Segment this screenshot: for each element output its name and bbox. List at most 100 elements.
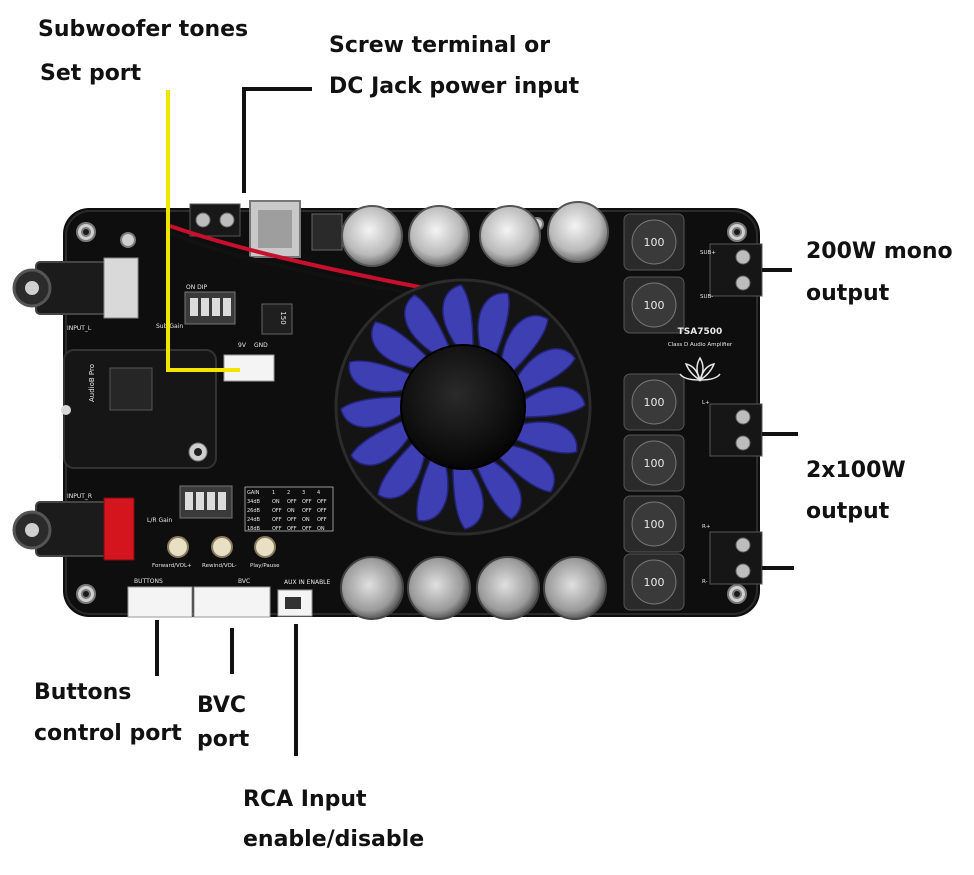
gain-table-cell: 18dB	[247, 526, 261, 532]
silk-aux-enable: AUX IN ENABLE	[284, 579, 331, 586]
gain-table-cell: OFF	[272, 508, 282, 514]
inductor-marking: 100	[644, 396, 665, 409]
fan-blade	[513, 421, 578, 454]
subwoofer-label-line1: Subwoofer tones	[38, 17, 249, 42]
silk-play: Play/Pause	[250, 563, 280, 569]
silk-gnd: GND	[254, 342, 268, 349]
push-buttons	[167, 536, 276, 558]
bvc-label-line1: BVC	[197, 693, 247, 718]
gain-table-cell: OFF	[317, 517, 327, 523]
fan-blade	[497, 444, 555, 493]
jst-buttons-port	[127, 586, 193, 618]
power-pointer-horizontal	[242, 87, 312, 91]
silk-bvc: BVC	[238, 578, 250, 585]
cooling-fan	[334, 278, 592, 536]
fan-blade	[522, 386, 586, 418]
silk-l-plus: L+	[702, 400, 710, 406]
silk-on-dip: ON DIP	[186, 284, 208, 291]
silk-sub-minus: SUB-	[700, 294, 713, 300]
fan-blade	[475, 459, 522, 520]
gain-table-cell: 26dB	[247, 508, 261, 514]
gain-table-header: 4	[317, 490, 320, 496]
fan-blade	[404, 294, 451, 355]
model-subtitle: Class D Audio Amplifier	[668, 342, 733, 348]
fan-blade	[515, 348, 576, 395]
silk-buttons: BUTTONS	[134, 578, 163, 585]
rca-label-line2: enable/disable	[243, 827, 425, 852]
gain-table-header: 2	[287, 490, 290, 496]
gain-table-cell: ON	[317, 526, 325, 532]
stereo-left-pointer	[762, 432, 798, 436]
capacitors-bottom	[340, 556, 607, 620]
subwoofer-pointer-vertical	[166, 90, 170, 372]
silk-r-plus: R+	[702, 524, 711, 530]
inductor: 100	[623, 434, 685, 492]
fan-blade	[348, 360, 413, 393]
bvc-pointer	[230, 628, 234, 674]
buttons-pointer	[155, 620, 159, 676]
gain-table-cell: OFF	[272, 526, 282, 532]
silk-input-r: INPUT_R	[67, 493, 92, 500]
inductor: 100	[623, 495, 685, 553]
dip-switch-sub	[184, 291, 236, 325]
fan-blade	[442, 284, 474, 348]
fan-blade	[340, 396, 404, 428]
buttons-label-line2: control port	[34, 721, 182, 746]
inductor-marking: 100	[644, 457, 665, 470]
gain-table-cell: ON	[302, 517, 310, 523]
gain-table-cell: OFF	[302, 526, 312, 532]
silk-sub-plus: SUB+	[700, 250, 716, 256]
silk-input-l: INPUT_L	[67, 325, 92, 332]
inductor-marking: 100	[644, 299, 665, 312]
gain-table-header: 1	[272, 490, 275, 496]
bvc-label-line2: port	[197, 727, 250, 752]
rca-jack-right	[12, 497, 135, 561]
stereo-label-line1: 2x100W	[806, 458, 906, 483]
mono-label-line2: output	[806, 281, 890, 306]
capacitors-top	[341, 201, 609, 267]
output-terminal-left	[709, 403, 763, 457]
output-terminal-right	[709, 531, 763, 585]
fan-blade	[477, 292, 510, 357]
subwoofer-label-line2: Set port	[40, 61, 142, 86]
fan-blade	[371, 321, 429, 370]
silk-forward: Forward/VOL+	[152, 563, 192, 569]
power-pointer-vertical	[242, 87, 246, 193]
buttons-label-line1: Buttons	[34, 680, 132, 705]
output-terminal-mono	[709, 243, 763, 297]
silk-lr-gain: L/R Gain	[147, 517, 172, 524]
gain-table-cell: OFF	[287, 517, 297, 523]
gain-table-cell: ON	[287, 508, 295, 514]
gain-table-cell: OFF	[317, 508, 327, 514]
lotus-logo	[679, 356, 721, 382]
gain-table-cell: OFF	[302, 499, 312, 505]
inductor: 100	[623, 373, 685, 431]
gain-table-cell: OFF	[272, 517, 282, 523]
model-label: TSA7500	[678, 327, 723, 337]
inductor-marking: 100	[644, 518, 665, 531]
inductor-marking: 100	[644, 576, 665, 589]
power-label-line2: DC Jack power input	[329, 74, 580, 99]
bluetooth-module	[61, 349, 217, 469]
dip-switch-lr	[179, 485, 233, 519]
stereo-right-pointer	[762, 566, 794, 570]
gain-table-cell: OFF	[287, 499, 297, 505]
mono-label-line1: 200W mono	[806, 239, 953, 264]
silkscreen-text: TSA7500 Class D Audio Amplifier INPUT_L …	[67, 250, 733, 586]
inductor-marking: 100	[644, 236, 665, 249]
aux-enable-switch	[277, 589, 313, 617]
silk-9v: 9V	[238, 342, 247, 349]
power-screw-terminal	[189, 203, 241, 237]
inductors: 100 100 100 100 100 100	[623, 213, 685, 611]
fan-blade	[350, 419, 411, 466]
gain-table-cell: OFF	[302, 508, 312, 514]
rca-jack-left	[12, 257, 139, 319]
rca-label-line1: RCA Input	[243, 787, 367, 812]
gain-table-header: GAIN	[247, 490, 260, 496]
gain-table-cell: 24dB	[247, 517, 261, 523]
power-label-line1: Screw terminal or	[329, 33, 551, 58]
silk-module-name: AudioB Pro	[88, 364, 96, 402]
fan-blade	[416, 457, 449, 522]
inductor: 100	[623, 276, 685, 334]
gain-table-cell: ON	[272, 499, 280, 505]
